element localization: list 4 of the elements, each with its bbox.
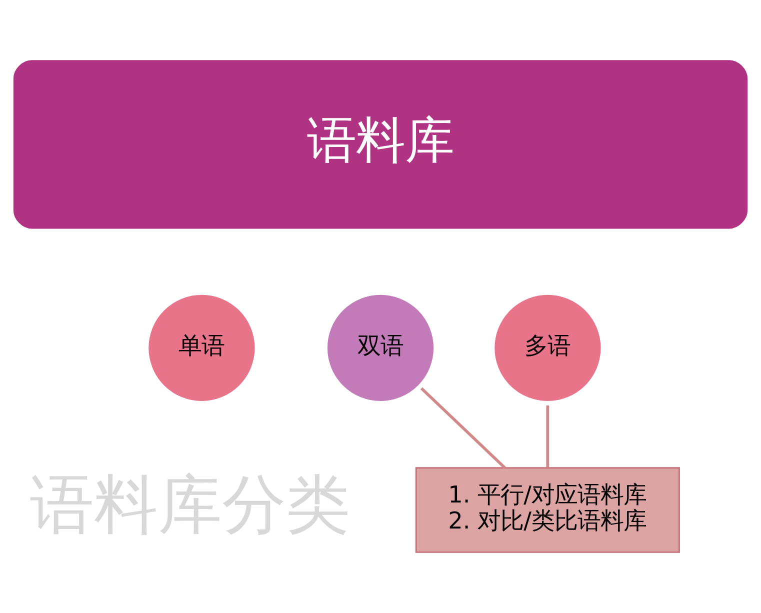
node-box: 1. 平行/对应语料库 2. 对比/类比语料库: [415, 467, 680, 553]
connector: [546, 406, 550, 468]
connector: [420, 387, 506, 469]
node-box: 语料库: [13, 60, 748, 229]
